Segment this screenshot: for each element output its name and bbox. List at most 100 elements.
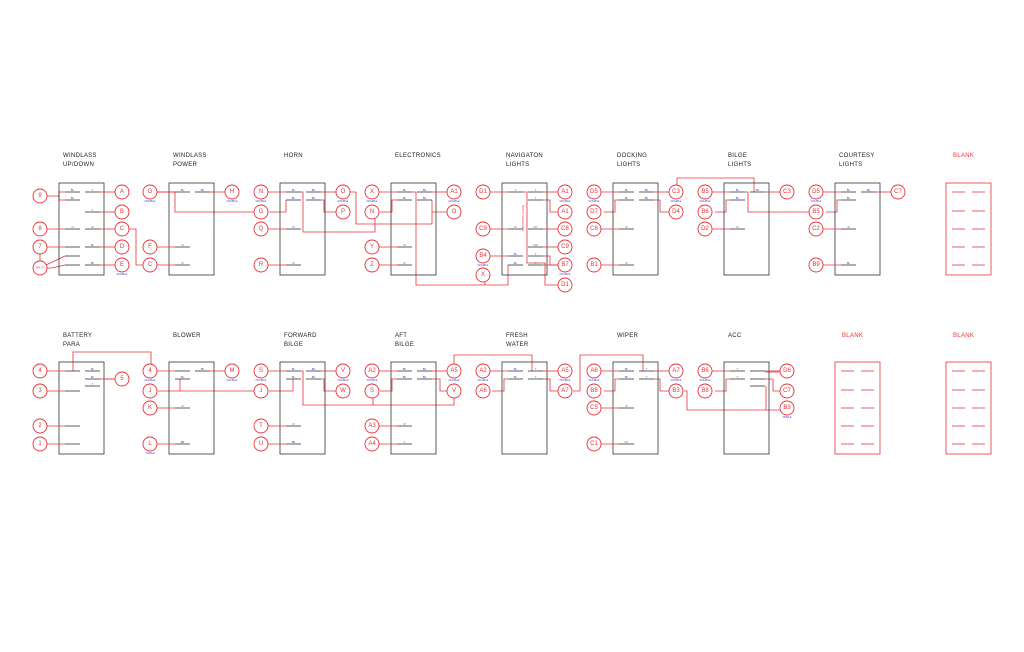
wire bbox=[573, 354, 644, 392]
connector-label: C3 bbox=[783, 189, 791, 195]
connector-label: Q bbox=[259, 226, 264, 232]
connector-label: B8 bbox=[701, 388, 709, 394]
connector-circle bbox=[224, 184, 240, 200]
panel-title: BLANK bbox=[953, 153, 974, 159]
connector-label: B9 bbox=[812, 262, 820, 268]
wire bbox=[543, 199, 559, 213]
wire-color-label: BK bbox=[312, 196, 316, 200]
wire bbox=[654, 199, 670, 213]
connector-label: C1 bbox=[590, 441, 598, 447]
panel-title: AFT bbox=[395, 333, 407, 339]
connector-label: B6 bbox=[701, 209, 709, 215]
wire bbox=[543, 378, 559, 392]
connector-circle bbox=[557, 184, 573, 200]
connector-label: 4 bbox=[148, 368, 152, 374]
connector-circle bbox=[668, 184, 684, 200]
connector-label: C bbox=[120, 226, 125, 232]
wire bbox=[301, 191, 376, 233]
connector-label: L bbox=[148, 441, 152, 447]
connector-label: C7 bbox=[783, 388, 791, 394]
connector-label: Y bbox=[370, 244, 374, 250]
connector-note: DOUBLE bbox=[256, 378, 267, 382]
wire-color-label: Y bbox=[535, 196, 537, 200]
wire-color-label: R bbox=[404, 422, 406, 426]
switch-box bbox=[279, 361, 326, 455]
wire-color-label: R bbox=[626, 404, 628, 408]
connector-circle bbox=[586, 363, 602, 379]
wire-color-label: BL bbox=[625, 367, 629, 371]
connector-label: B5 bbox=[701, 189, 709, 195]
panel-title: WINDLASS bbox=[173, 153, 207, 159]
connector-circle bbox=[779, 400, 795, 416]
wire-color-label: Y bbox=[515, 188, 517, 192]
wire-color-label: Y bbox=[737, 375, 739, 379]
switch-box bbox=[168, 182, 215, 276]
connector-label: 1 bbox=[38, 441, 42, 447]
connector-note: DOUBLE bbox=[338, 199, 349, 203]
wire-color-label: BL bbox=[181, 375, 185, 379]
connector-circle bbox=[779, 383, 795, 399]
connector-note: DOUBLE bbox=[478, 378, 489, 382]
wire-color-label: BL bbox=[847, 261, 851, 265]
connector-note: DOUBLE bbox=[145, 199, 156, 203]
switch-panel: DOCKINGLIGHTSBLBLRRBKBKD5DOUBLED7C6B1C3D… bbox=[586, 153, 684, 276]
connector-label: A1 bbox=[450, 189, 458, 195]
connector-note: DOUBLE bbox=[227, 378, 238, 382]
connector-circle bbox=[808, 257, 824, 273]
wire bbox=[321, 199, 336, 213]
wire-color-label: BL bbox=[91, 367, 95, 371]
connector-note: DOUBLE bbox=[367, 378, 378, 382]
panel-title: UP/DOWN bbox=[63, 162, 94, 168]
connector-circle bbox=[557, 383, 573, 399]
connector-note: DOUBLE bbox=[671, 199, 682, 203]
connector-circle bbox=[697, 221, 713, 237]
wire-color-label: BL bbox=[71, 188, 75, 192]
blank-panel: BLANK bbox=[945, 153, 992, 276]
connector-label: A2 bbox=[479, 368, 487, 374]
wire-color-label: BL bbox=[292, 367, 296, 371]
panel-title: LIGHTS bbox=[617, 162, 640, 168]
switch-box bbox=[945, 361, 992, 455]
connector-label: B7 bbox=[561, 262, 569, 268]
wire-color-label: BL bbox=[514, 375, 518, 379]
connector-label: B8 bbox=[590, 388, 598, 394]
wire-color-label: R bbox=[848, 225, 850, 229]
vertical-note: MOUNT SEPARATELY bbox=[521, 205, 525, 232]
wire-color-label: BK bbox=[645, 188, 649, 192]
wire-color-label: Y bbox=[646, 375, 648, 379]
wire-color-label: BK bbox=[312, 188, 316, 192]
connector-circle bbox=[253, 418, 269, 434]
connector-label: O bbox=[341, 189, 346, 195]
connector-circle bbox=[668, 383, 684, 399]
connector-label: B3 bbox=[783, 405, 791, 411]
wire-color-label: BL bbox=[292, 188, 296, 192]
wire-color-label: BL bbox=[736, 196, 740, 200]
connector-circle bbox=[808, 184, 824, 200]
wire-color-label: O bbox=[71, 225, 73, 229]
wire-color-label: R bbox=[404, 243, 406, 247]
connector-circle bbox=[668, 204, 684, 220]
connector-circle bbox=[142, 239, 158, 255]
connector-circle bbox=[364, 257, 380, 273]
connector-circle bbox=[586, 257, 602, 273]
connector-label: A7 bbox=[561, 388, 569, 394]
panel-title: WATER bbox=[506, 342, 529, 348]
wire-color-label: GY bbox=[534, 225, 538, 229]
connector-label: A6 bbox=[590, 368, 598, 374]
panel-title: BATTERY bbox=[63, 333, 92, 339]
wire-color-label: Y bbox=[535, 375, 537, 379]
wire-color-label: Y bbox=[404, 440, 406, 444]
connector-label: C5 bbox=[590, 405, 598, 411]
panel-title: FRESH bbox=[506, 333, 528, 339]
connector-label: A5 bbox=[450, 368, 458, 374]
connector-circle bbox=[586, 221, 602, 237]
panel-title: WIPER bbox=[617, 333, 639, 339]
switch-box bbox=[390, 361, 437, 455]
wire-color-label: BK bbox=[423, 188, 427, 192]
panel-title: NAVIGATON bbox=[506, 153, 543, 159]
